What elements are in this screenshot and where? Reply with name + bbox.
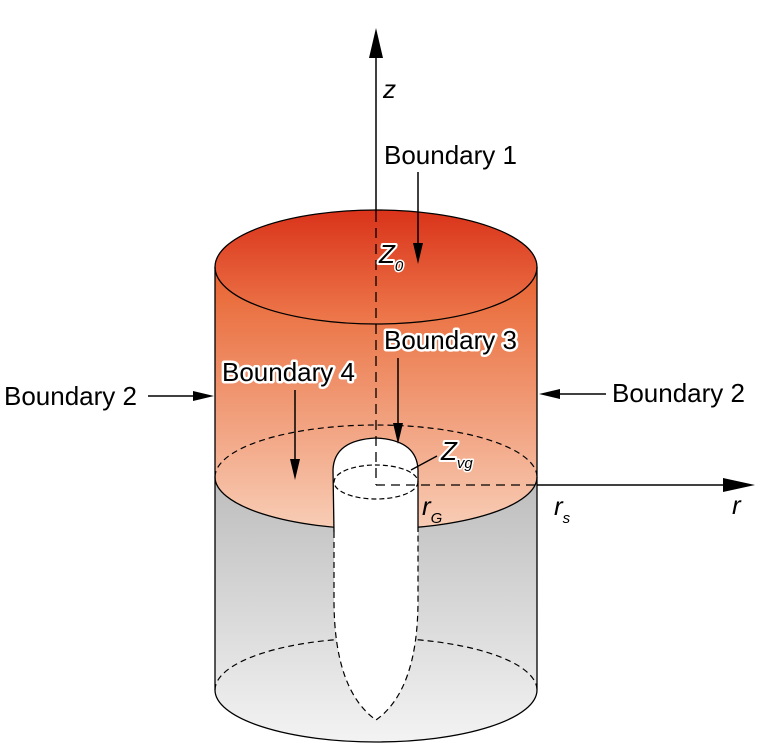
void-bubble [333, 438, 418, 720]
void-left-edge-solid [332, 469, 335, 533]
rs-label: rs [554, 491, 571, 527]
boundary3-arrowhead [393, 423, 403, 444]
z0-label: Z0 [378, 239, 404, 275]
z-axis-label: z [382, 74, 396, 104]
z-axis-arrowhead [369, 28, 383, 58]
boundary1-label: Boundary 1 [384, 140, 517, 170]
bottom-ellipse-back [214, 637, 538, 691]
boundary2-left-label: Boundary 2 [4, 381, 137, 411]
zvg-label: Zvg [440, 436, 473, 472]
zvg-leader-line [410, 455, 438, 471]
boundary4-arrowhead [290, 459, 300, 480]
boundary2-right-arrowhead [539, 389, 560, 399]
boundary3-label: Boundary 3 [384, 325, 517, 355]
boundary4-label: Boundary 4 [222, 357, 355, 387]
boundary1-arrowhead [413, 243, 423, 264]
r-axis-arrowhead [723, 478, 755, 492]
boundary2-right-label: Boundary 2 [612, 378, 745, 408]
bottom-ellipse-front [214, 689, 538, 743]
middle-ellipse-back [214, 424, 538, 478]
void-lower-outline [333, 532, 419, 721]
boundary2-left-arrowhead [193, 391, 214, 401]
rg-label: rG [422, 491, 443, 527]
r-axis-label: r [732, 490, 742, 520]
